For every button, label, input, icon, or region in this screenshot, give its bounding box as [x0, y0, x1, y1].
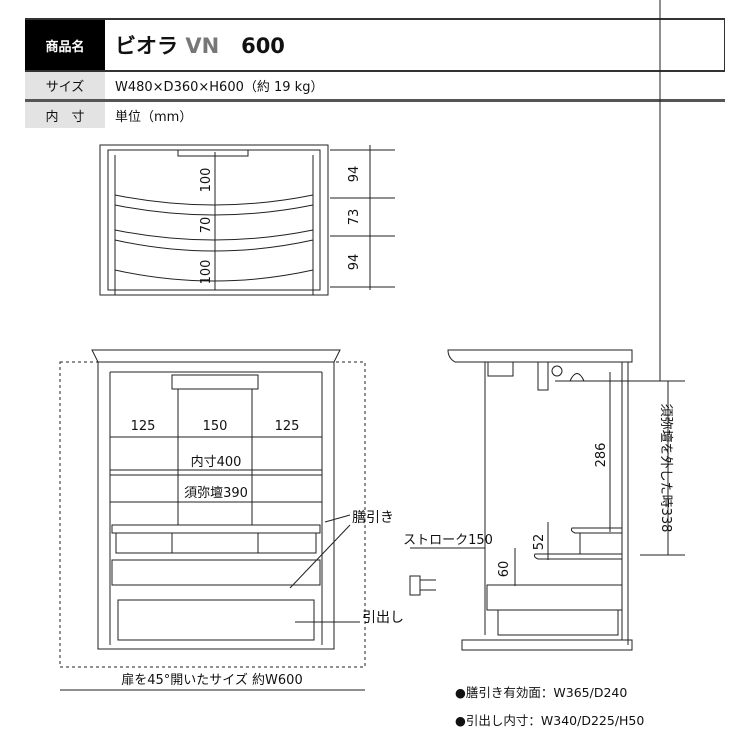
front-width-left: 125: [131, 419, 156, 434]
front-inner-width: 内寸400: [191, 454, 242, 470]
front-altar-width: 須弥壇390: [184, 485, 248, 501]
front-width-center: 150: [203, 419, 228, 434]
side-height-60: 60: [497, 561, 512, 578]
front-width-right: 125: [275, 419, 300, 434]
product-series: VN: [185, 34, 220, 58]
size-value: W480×D360×H600（約 19 kg）: [115, 80, 324, 95]
top-inner-dim-1: 100: [199, 168, 214, 193]
inner-row: 内 寸 単位（mm）: [25, 102, 725, 128]
product-name-row: 商品名 ビオラ VN 600: [25, 18, 725, 72]
top-inner-dim-2: 70: [199, 217, 214, 234]
product-label: 商品名: [25, 20, 105, 70]
size-label: サイズ: [25, 72, 105, 99]
side-height-without-altar: 須弥壇を外した時338: [658, 404, 674, 533]
product-name-text: ビオラ: [115, 34, 178, 58]
inner-label: 内 寸: [25, 102, 105, 128]
product-name: ビオラ VN 600: [105, 30, 285, 60]
spec-table: 商品名 ビオラ VN 600 サイズ W480×D360×H600（約 19 k…: [25, 18, 725, 128]
side-view-drawing: ストローク150 286 52 60 須弥壇を外した時338: [403, 0, 685, 651]
tray-label: 膳引き: [352, 510, 394, 526]
front-view-drawing: 125 150 125 内寸400 須弥壇390 膳引き 引出し 扉を45°開い…: [59, 349, 404, 691]
note-drawer-inner: ●引出し内寸：W340/D225/H50: [455, 713, 645, 728]
side-height-52: 52: [532, 534, 547, 551]
top-view-drawing: 100 70 100 94 73 94: [99, 144, 395, 296]
side-height-286: 286: [594, 443, 609, 468]
door-open-width: 扉を45°開いたサイズ 約W600: [121, 672, 302, 688]
note-tray-area: ●膳引き有効面：W365/D240: [455, 685, 628, 700]
product-size: 600: [241, 34, 285, 58]
inner-value: 単位（mm）: [115, 109, 193, 125]
drawer-stroke: ストローク150: [403, 533, 493, 548]
size-row: サイズ W480×D360×H600（約 19 kg）: [25, 72, 725, 102]
top-outer-dim-2: 73: [347, 209, 362, 226]
top-outer-dim-1: 94: [347, 166, 362, 183]
drawer-label: 引出し: [362, 610, 404, 626]
top-outer-dim-3: 94: [347, 254, 362, 271]
top-inner-dim-3: 100: [199, 260, 214, 285]
